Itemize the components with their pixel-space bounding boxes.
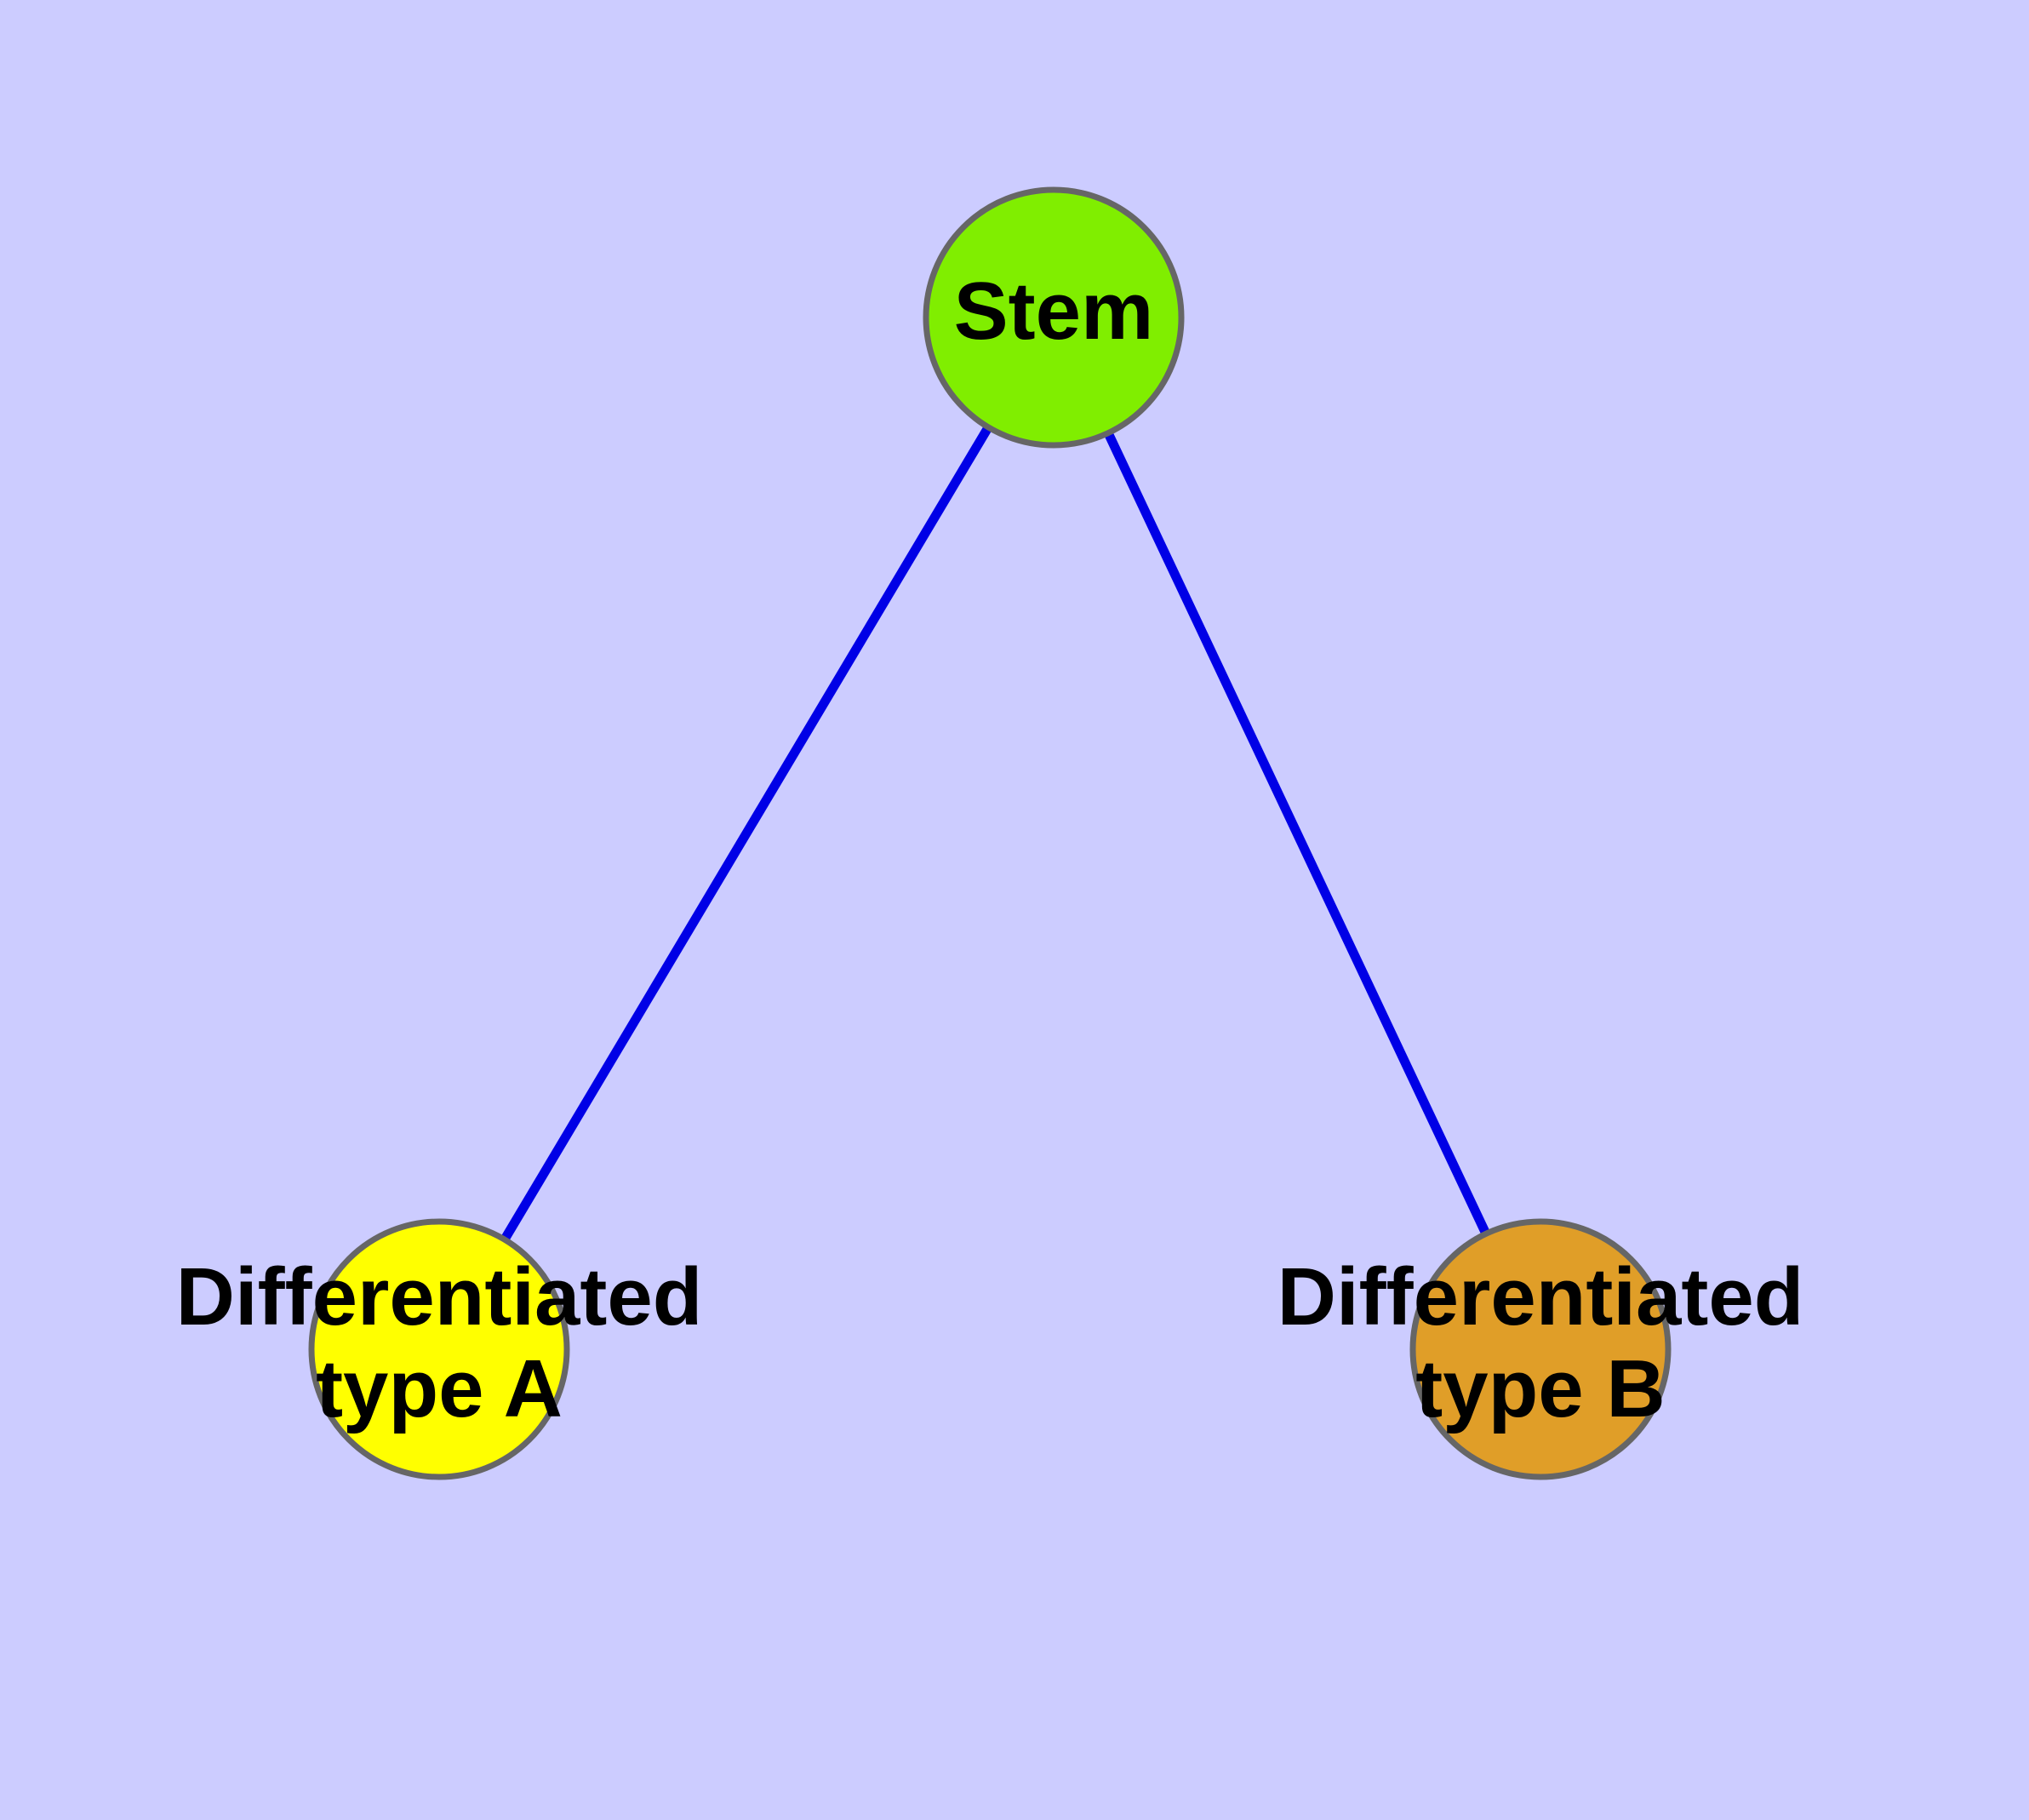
node-differentiated-type-b-circle[interactable] (1409, 1218, 1672, 1480)
node-stem-circle[interactable] (923, 186, 1185, 449)
edge-stem-to-diff-b[interactable] (1049, 315, 1545, 1352)
edge-layer (435, 315, 1545, 1352)
node-differentiated-type-a-circle[interactable] (308, 1218, 570, 1480)
edge-stem-to-diff-a[interactable] (435, 315, 1058, 1352)
node-stem[interactable]: Stem (923, 186, 1185, 449)
node-stem-label: Stem (954, 266, 1154, 357)
